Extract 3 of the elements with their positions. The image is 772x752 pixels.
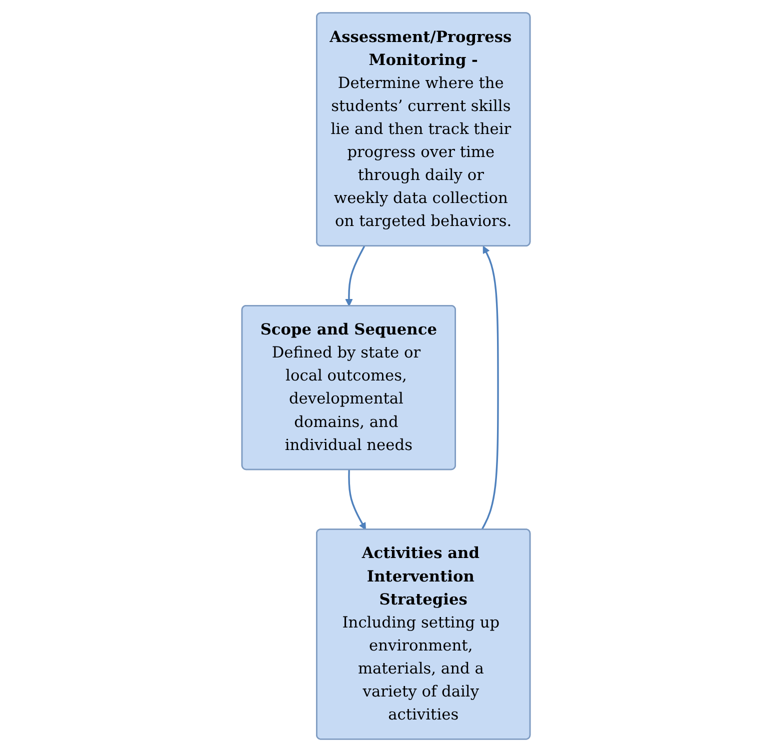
arrow: [345, 246, 366, 306]
arrow: [481, 246, 499, 530]
arrow: [348, 470, 366, 530]
